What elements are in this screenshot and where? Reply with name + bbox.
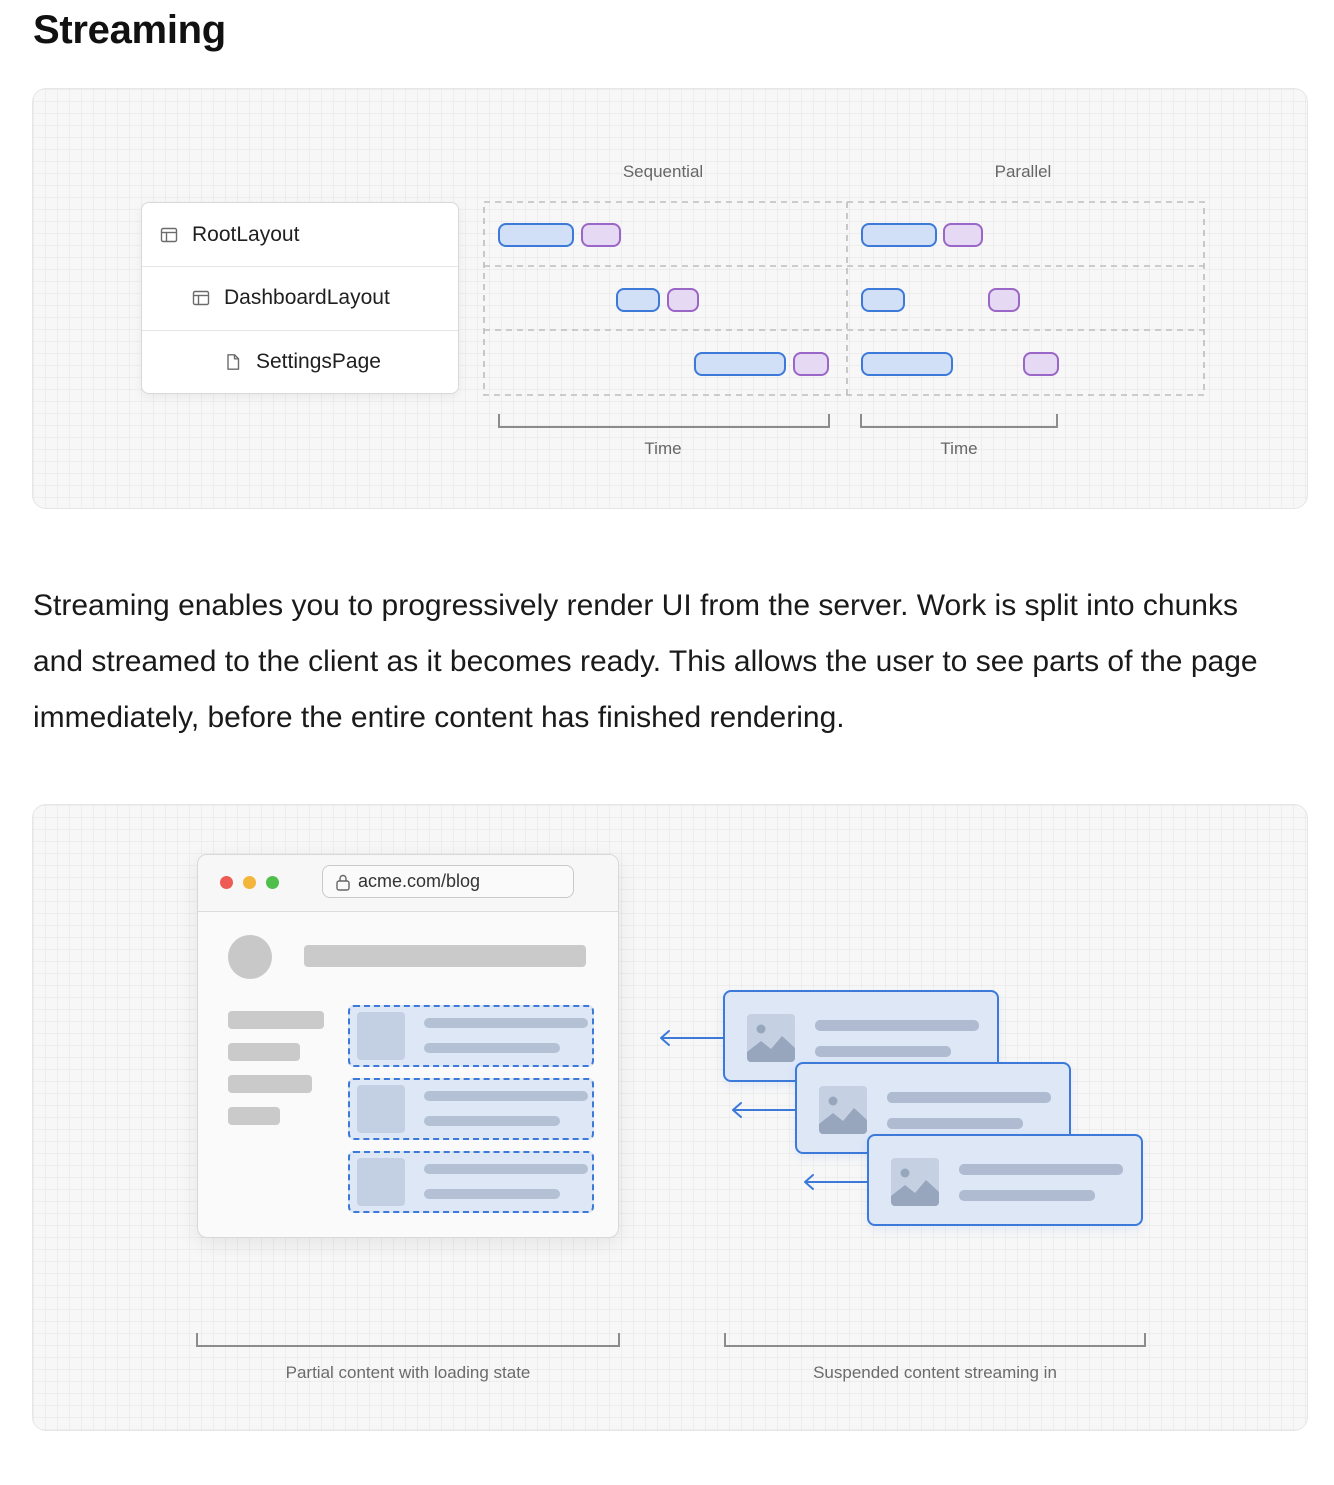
browser-window: acme.com/blog (197, 854, 619, 1238)
fetch-bar-settings-parallel (861, 352, 953, 376)
render-bar-settings-sequential (793, 352, 829, 376)
timing-grid-outline (483, 201, 1205, 396)
minimize-window-dot (243, 876, 256, 889)
fetch-bar-root-parallel (861, 223, 937, 247)
tree-row-dashboard-layout: DashboardLayout (142, 266, 458, 329)
streamed-content-card (867, 1134, 1143, 1226)
timing-chart: Sequential Parallel Time Time (483, 162, 1205, 458)
render-bar-dashboard-parallel (988, 288, 1020, 312)
arrow-left-icon (660, 1030, 726, 1046)
skeleton-title-line (304, 945, 586, 967)
maximize-window-dot (266, 876, 279, 889)
time-label-sequential: Time (644, 439, 681, 458)
caption-brackets (196, 1333, 1146, 1347)
route-tree-card: RootLayout DashboardLayout SettingsPage (141, 202, 459, 394)
render-bar-root-sequential (581, 223, 621, 247)
skeleton-nav-line (228, 1043, 300, 1061)
time-bracket-sequential (498, 414, 830, 428)
tree-row-root-layout: RootLayout (142, 203, 458, 266)
bracket-suspended-content (724, 1333, 1146, 1347)
render-bar-root-parallel (943, 223, 983, 247)
render-bar-dashboard-sequential (667, 288, 699, 312)
render-bar-settings-parallel (1023, 352, 1059, 376)
lock-icon (336, 874, 350, 891)
skeleton-nav-line (228, 1075, 312, 1093)
address-bar: acme.com/blog (322, 865, 574, 898)
layout-icon (160, 227, 178, 242)
tree-row-settings-page: SettingsPage (142, 330, 458, 393)
url-text: acme.com/blog (358, 871, 481, 891)
time-label-parallel: Time (940, 439, 977, 458)
fetch-bar-settings-sequential (694, 352, 786, 376)
sequential-parallel-diagram: RootLayout DashboardLayout SettingsPage … (32, 88, 1308, 509)
tree-row-label: RootLayout (192, 222, 300, 246)
page-title: Streaming (33, 8, 226, 52)
streaming-illustration: acme.com/blog Pa (32, 804, 1308, 1431)
page-icon (227, 354, 240, 370)
image-icon (819, 1086, 867, 1134)
loading-slot (348, 1005, 594, 1067)
close-window-dot (220, 876, 233, 889)
skeleton-nav-line (228, 1107, 280, 1125)
arrow-left-icon (732, 1102, 798, 1118)
browser-toolbar: acme.com/blog (198, 855, 618, 912)
fetch-bar-dashboard-parallel (861, 288, 905, 312)
skeleton-avatar (228, 935, 272, 979)
fetch-bar-root-sequential (498, 223, 574, 247)
image-icon (891, 1158, 939, 1206)
loading-slot (348, 1151, 594, 1213)
layout-icon (192, 290, 210, 306)
sequential-label: Sequential (623, 162, 703, 181)
caption-partial-content: Partial content with loading state (285, 1363, 531, 1382)
caption-suspended-content: Suspended content streaming in (813, 1363, 1057, 1382)
loading-slot (348, 1078, 594, 1140)
parallel-label: Parallel (995, 162, 1052, 181)
arrow-left-icon (804, 1174, 870, 1190)
tree-row-label: SettingsPage (256, 350, 381, 373)
stream-arrows (660, 1030, 870, 1190)
time-bracket-parallel (860, 414, 1058, 428)
fetch-bar-dashboard-sequential (616, 288, 660, 312)
tree-row-label: DashboardLayout (224, 286, 390, 309)
skeleton-nav-line (228, 1011, 324, 1029)
image-icon (747, 1014, 795, 1062)
bracket-partial-content (196, 1333, 620, 1347)
streaming-description: Streaming enables you to progressively r… (33, 589, 1258, 734)
